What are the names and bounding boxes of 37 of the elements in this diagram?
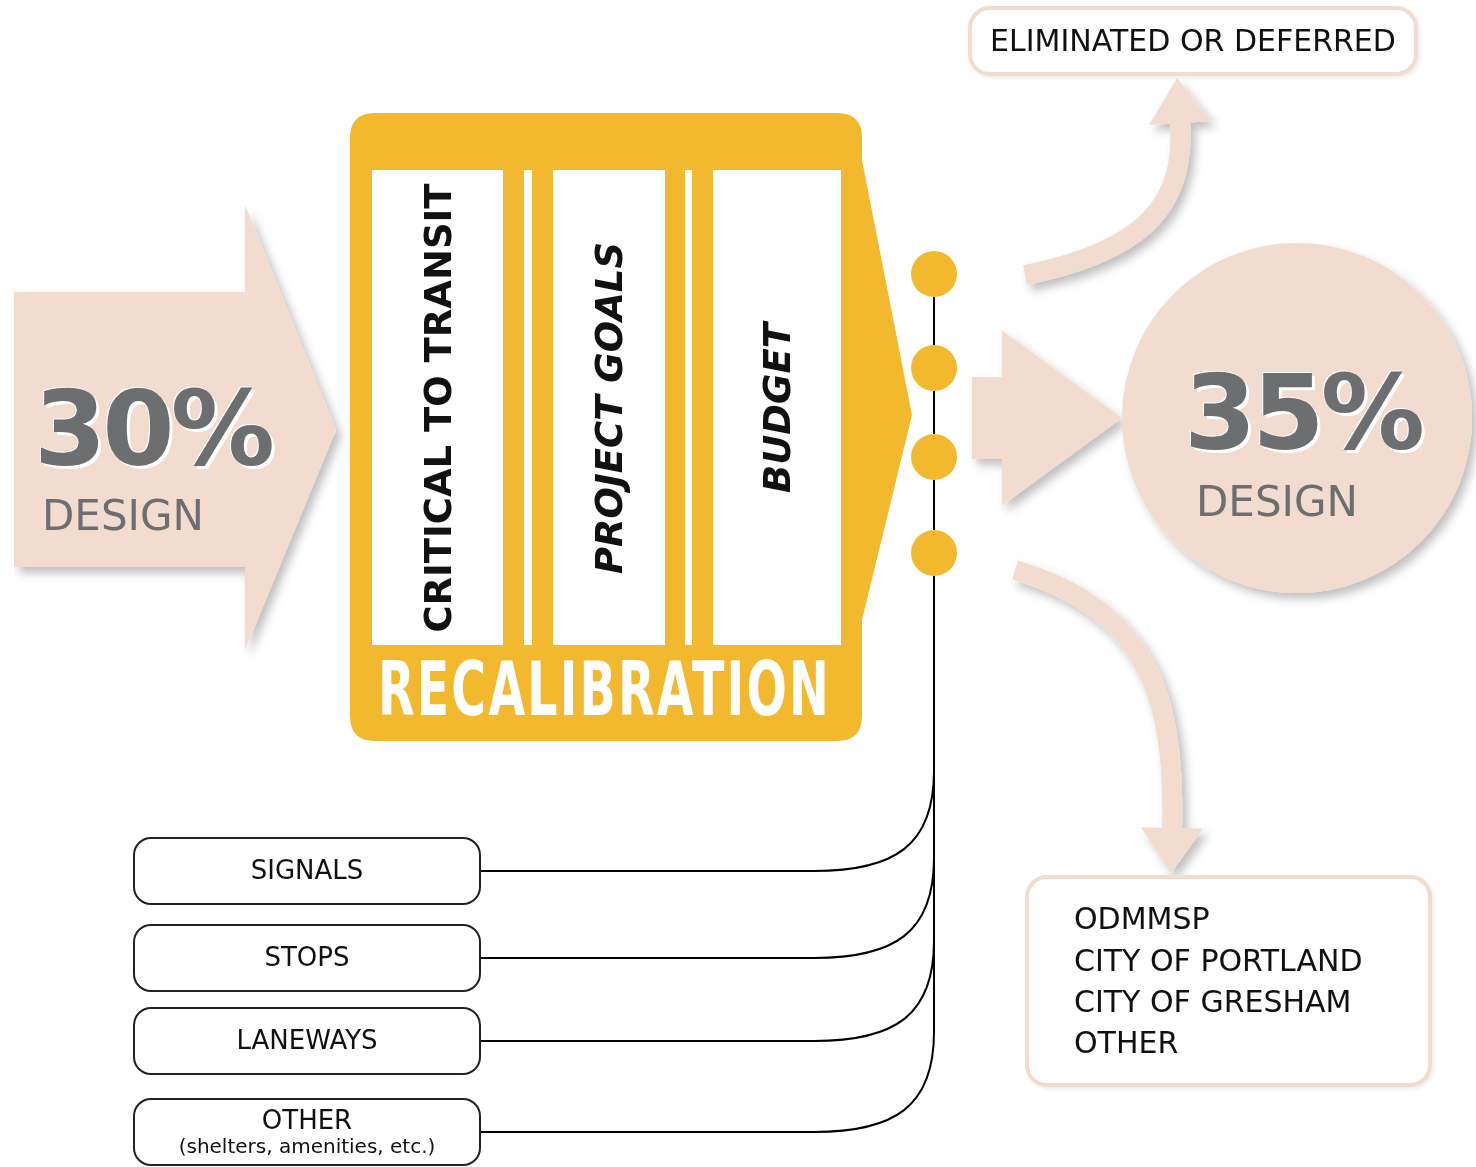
criterion-label: CRITICAL TO TRANSIT bbox=[419, 182, 456, 633]
stage-label: DESIGN bbox=[42, 495, 204, 537]
criterion-panel bbox=[372, 170, 503, 645]
outcome-label: ODMMSP bbox=[1074, 900, 1211, 939]
stage-label: DESIGN bbox=[1196, 481, 1358, 523]
element-label: SIGNALS bbox=[250, 856, 364, 886]
criterion-label: PROJECT GOALS bbox=[590, 241, 628, 574]
element-label: STOPS bbox=[264, 943, 350, 973]
outcome-box bbox=[1025, 875, 1432, 1087]
outcome-label: OTHER bbox=[1074, 1024, 1180, 1063]
percentage: 30% bbox=[34, 377, 271, 481]
element-box bbox=[133, 837, 481, 905]
connector-line bbox=[933, 390, 935, 435]
block-arrow bbox=[972, 330, 1122, 506]
element-box bbox=[133, 1007, 481, 1075]
element-box bbox=[133, 1098, 481, 1166]
connector-line bbox=[933, 479, 935, 531]
block-arrow bbox=[1022, 78, 1211, 285]
element-label: LANEWAYS bbox=[236, 1026, 378, 1056]
outcome-label: ELIMINATED OR DEFERRED bbox=[989, 22, 1397, 61]
outcome-label: CITY OF GRESHAM bbox=[1074, 983, 1353, 1021]
element-box bbox=[133, 924, 481, 992]
circle-marker bbox=[911, 434, 957, 480]
circle-marker bbox=[911, 251, 957, 297]
outcome-box bbox=[968, 6, 1418, 76]
circle-marker bbox=[911, 345, 957, 391]
criterion-panel bbox=[553, 170, 665, 645]
percentage: 35% bbox=[1184, 361, 1421, 465]
criterion-label: BUDGET bbox=[758, 322, 796, 493]
title-label: RECALIBRATION bbox=[378, 653, 831, 727]
circle-marker bbox=[911, 530, 957, 576]
criterion-panel bbox=[713, 170, 841, 645]
connector-line bbox=[933, 296, 935, 346]
element-label: (shelters, amenities, etc.) bbox=[178, 1135, 436, 1159]
block-arrow bbox=[1011, 560, 1203, 873]
element-label: OTHER bbox=[261, 1105, 353, 1136]
outcome-label: CITY OF PORTLAND bbox=[1074, 941, 1364, 980]
